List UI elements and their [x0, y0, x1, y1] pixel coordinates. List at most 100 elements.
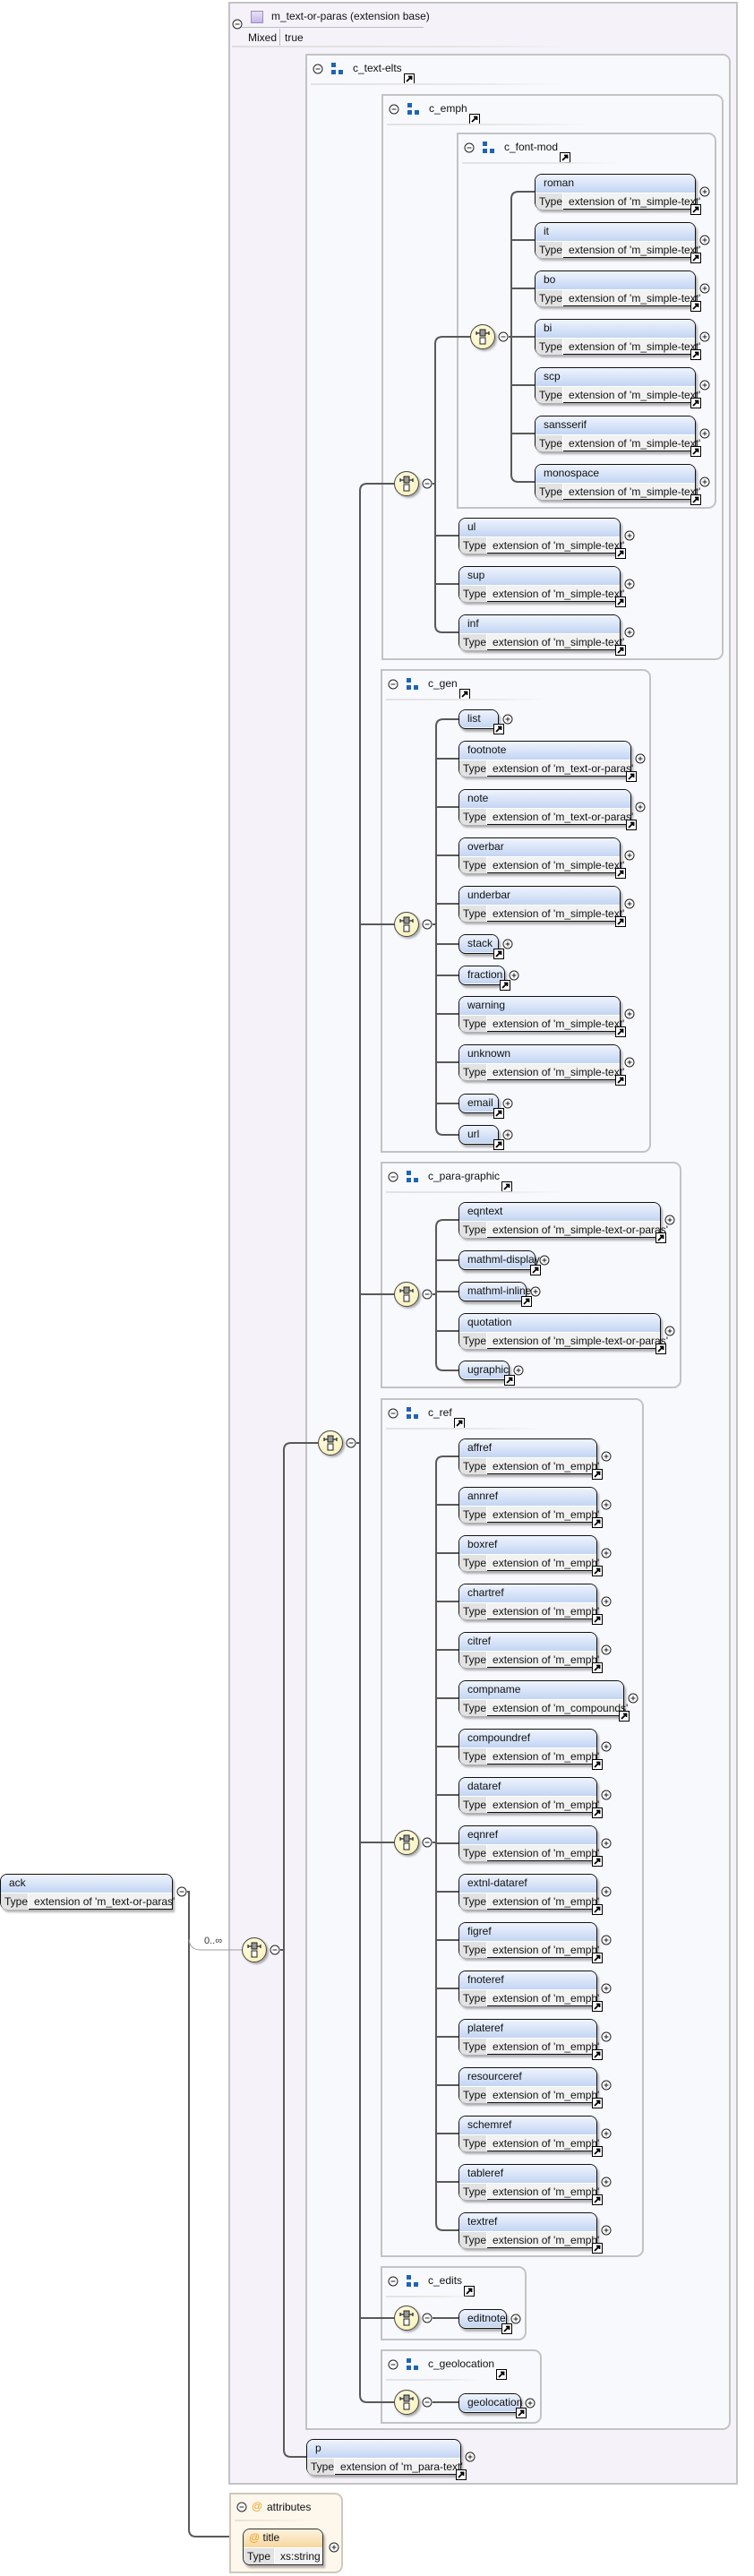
expand-icon[interactable] — [699, 477, 710, 487]
link-icon[interactable] — [493, 724, 504, 734]
expand-icon[interactable] — [513, 1365, 524, 1376]
expand-icon[interactable] — [601, 2080, 612, 2091]
expand-icon[interactable] — [465, 2451, 476, 2462]
expand-icon[interactable] — [601, 2177, 612, 2187]
sequence-compositor-icon[interactable] — [394, 471, 419, 496]
expand-icon[interactable] — [624, 1057, 635, 1068]
link-icon[interactable] — [615, 868, 626, 879]
link-icon[interactable] — [626, 771, 637, 782]
expand-icon[interactable] — [601, 2225, 612, 2236]
link-icon[interactable] — [592, 1856, 603, 1867]
link-icon[interactable] — [592, 1807, 603, 1818]
expand-icon[interactable] — [624, 898, 635, 909]
collapse-icon[interactable] — [346, 1438, 356, 1448]
collapse-icon[interactable] — [388, 679, 398, 692]
expand-icon[interactable] — [635, 753, 646, 764]
link-icon[interactable] — [615, 548, 626, 559]
link-icon[interactable] — [521, 1296, 532, 1307]
collapse-icon[interactable] — [388, 2276, 398, 2289]
expand-icon[interactable] — [601, 1983, 612, 1994]
element-email[interactable]: email — [458, 1094, 504, 1119]
link-icon[interactable] — [464, 2286, 476, 2297]
link-icon[interactable] — [592, 1953, 603, 1963]
link-icon[interactable] — [592, 1469, 603, 1480]
link-icon[interactable] — [592, 1662, 603, 1673]
collapse-icon[interactable] — [422, 478, 433, 489]
collapse-icon[interactable] — [422, 1289, 433, 1300]
link-icon[interactable] — [468, 114, 480, 125]
sequence-compositor-icon[interactable] — [318, 1430, 343, 1455]
sequence-compositor-icon[interactable] — [394, 1282, 419, 1307]
expand-icon[interactable] — [601, 1548, 612, 1558]
expand-icon[interactable] — [624, 1009, 635, 1019]
sequence-compositor-icon[interactable] — [394, 2306, 419, 2331]
expand-icon[interactable] — [502, 1129, 513, 1140]
link-icon[interactable] — [592, 1759, 603, 1770]
expand-icon[interactable] — [502, 714, 513, 725]
link-icon[interactable] — [592, 2049, 603, 2060]
expand-icon[interactable] — [601, 1886, 612, 1897]
link-icon[interactable] — [500, 980, 510, 991]
link-icon[interactable] — [493, 1108, 504, 1119]
link-icon[interactable] — [655, 1344, 666, 1354]
link-icon[interactable] — [615, 1075, 626, 1086]
expand-icon[interactable] — [601, 1935, 612, 1945]
link-icon[interactable] — [615, 916, 626, 927]
element-stack[interactable]: stack — [458, 934, 504, 959]
collapse-icon[interactable] — [270, 1945, 280, 1955]
element-list[interactable]: list — [458, 709, 504, 734]
expand-icon[interactable] — [539, 1255, 550, 1266]
link-icon[interactable] — [592, 2001, 603, 2012]
link-icon[interactable] — [655, 1232, 666, 1243]
expand-icon[interactable] — [699, 235, 710, 245]
expand-icon[interactable] — [635, 802, 646, 812]
collapse-icon[interactable] — [388, 1408, 398, 1421]
collapse-icon[interactable] — [498, 331, 509, 342]
sequence-compositor-icon[interactable] — [470, 324, 495, 349]
collapse-icon[interactable] — [422, 1837, 433, 1848]
expand-icon[interactable] — [624, 850, 635, 861]
link-icon[interactable] — [496, 2369, 508, 2380]
expand-icon[interactable] — [699, 331, 710, 342]
link-icon[interactable] — [530, 1265, 541, 1275]
link-icon[interactable] — [592, 1614, 603, 1625]
link-icon[interactable] — [690, 398, 701, 408]
collapse-icon[interactable] — [388, 1172, 398, 1185]
link-icon[interactable] — [501, 2323, 512, 2334]
link-icon[interactable] — [619, 1711, 630, 1722]
expand-icon[interactable] — [699, 428, 710, 439]
link-icon[interactable] — [493, 1139, 504, 1150]
expand-icon[interactable] — [624, 627, 635, 638]
expand-icon[interactable] — [624, 579, 635, 589]
link-icon[interactable] — [615, 597, 626, 607]
expand-icon[interactable] — [509, 970, 519, 981]
element-mathml-inline[interactable]: mathml-inline — [458, 1282, 532, 1307]
link-icon[interactable] — [592, 2243, 603, 2254]
element-ugraphic[interactable]: ugraphic — [458, 1361, 515, 1386]
